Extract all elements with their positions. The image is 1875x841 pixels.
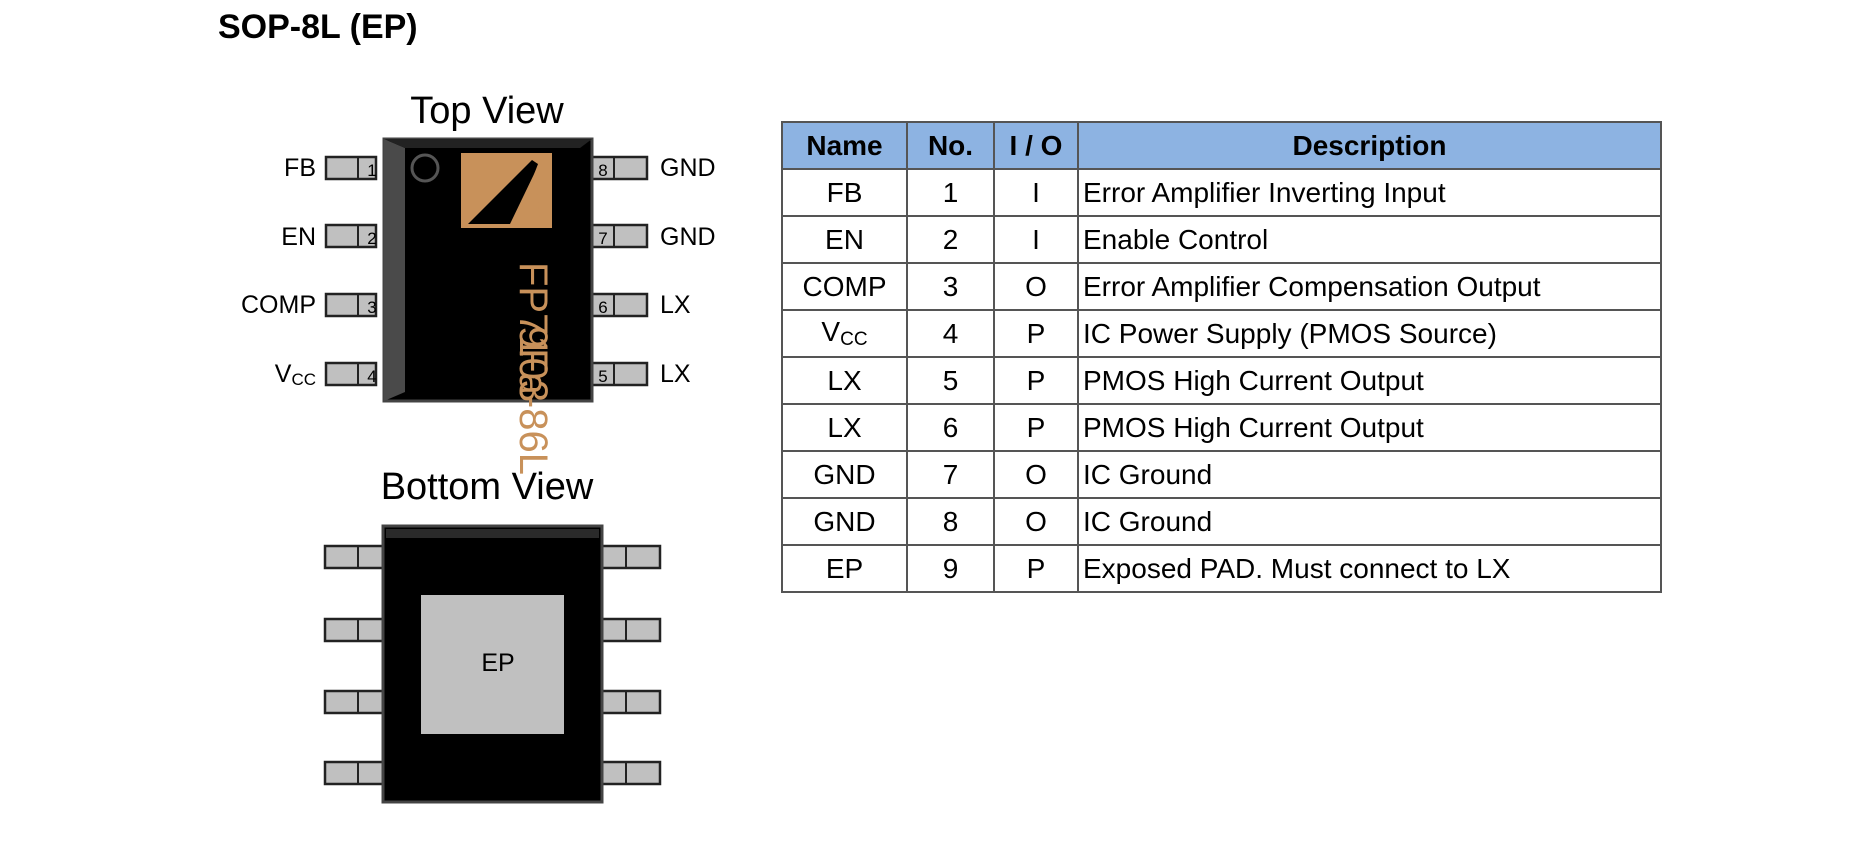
top-left-pins bbox=[324, 155, 378, 387]
bottom-left-pins bbox=[323, 544, 385, 786]
cell-description: Error Amplifier Compensation Output bbox=[1077, 262, 1662, 311]
cell-io: O bbox=[993, 450, 1079, 499]
cell-description: PMOS High Current Output bbox=[1077, 403, 1662, 452]
table-row: GND 7 O IC Ground bbox=[781, 450, 1662, 499]
cell-io: O bbox=[993, 497, 1079, 546]
pin-label-en: EN bbox=[281, 223, 316, 251]
cell-io: P bbox=[993, 309, 1079, 358]
pin-label-comp: COMP bbox=[241, 291, 316, 319]
cell-name: VCC bbox=[781, 309, 908, 358]
cell-description: IC Ground bbox=[1077, 450, 1662, 499]
package-title: SOP-8L (EP) bbox=[218, 8, 418, 46]
bottom-right-pins bbox=[600, 544, 662, 786]
exposed-pad-label: EP bbox=[481, 649, 514, 677]
cell-name: GND bbox=[781, 450, 908, 499]
cell-description: Exposed PAD. Must connect to LX bbox=[1077, 544, 1662, 593]
cell-no: 1 bbox=[906, 168, 995, 217]
pin-description-table: Name No. I / O Description FB 1 I Error … bbox=[781, 121, 1662, 593]
table-row: LX 5 P PMOS High Current Output bbox=[781, 356, 1662, 405]
pin-number-6: 6 bbox=[598, 298, 607, 317]
cell-io: P bbox=[993, 544, 1079, 593]
pin-number-1: 1 bbox=[367, 161, 376, 180]
table-row: EP 9 P Exposed PAD. Must connect to LX bbox=[781, 544, 1662, 593]
table-row: FB 1 I Error Amplifier Inverting Input bbox=[781, 168, 1662, 217]
cell-no: 7 bbox=[906, 450, 995, 499]
cell-no: 8 bbox=[906, 497, 995, 546]
pin-label-gnd-8: GND bbox=[660, 154, 716, 182]
cell-description: IC Power Supply (PMOS Source) bbox=[1077, 309, 1662, 358]
cell-description: PMOS High Current Output bbox=[1077, 356, 1662, 405]
cell-no: 4 bbox=[906, 309, 995, 358]
bottom-view-title: Bottom View bbox=[380, 466, 594, 508]
table-row: GND 8 O IC Ground bbox=[781, 497, 1662, 546]
cell-description: Error Amplifier Inverting Input bbox=[1077, 168, 1662, 217]
pin-number-5: 5 bbox=[598, 367, 607, 386]
pin-4-lead bbox=[324, 361, 378, 387]
pin-2-lead bbox=[324, 223, 378, 249]
table-row: LX 6 P PMOS High Current Output bbox=[781, 403, 1662, 452]
cell-no: 3 bbox=[906, 262, 995, 311]
cell-no: 5 bbox=[906, 356, 995, 405]
cell-description: Enable Control bbox=[1077, 215, 1662, 264]
cell-name: LX bbox=[781, 356, 908, 405]
table-row: COMP 3 O Error Amplifier Compensation Ou… bbox=[781, 262, 1662, 311]
exposed-pad bbox=[421, 595, 564, 734]
header-no: No. bbox=[906, 121, 995, 170]
cell-name: FB bbox=[781, 168, 908, 217]
cell-name: COMP bbox=[781, 262, 908, 311]
chip-marking-line1: FP7103 bbox=[511, 262, 555, 402]
pin1-dot bbox=[410, 153, 440, 183]
cell-description: IC Ground bbox=[1077, 497, 1662, 546]
cell-io: P bbox=[993, 356, 1079, 405]
top-right-pins bbox=[590, 155, 649, 387]
pin-number-8: 8 bbox=[598, 161, 607, 180]
cell-no: 9 bbox=[906, 544, 995, 593]
pin-label-fb: FB bbox=[284, 154, 316, 182]
pin-number-3: 3 bbox=[367, 298, 376, 317]
cell-io: P bbox=[993, 403, 1079, 452]
header-io: I / O bbox=[993, 121, 1079, 170]
cell-io: I bbox=[993, 215, 1079, 264]
pin-number-2: 2 bbox=[367, 229, 376, 248]
pin-label-vcc: VCC bbox=[274, 360, 316, 389]
pin-label-lx-6: LX bbox=[660, 291, 691, 319]
table-header-row: Name No. I / O Description bbox=[781, 121, 1662, 170]
header-description: Description bbox=[1077, 121, 1662, 170]
pin-3-lead bbox=[324, 292, 378, 318]
cell-io: I bbox=[993, 168, 1079, 217]
cell-name: EN bbox=[781, 215, 908, 264]
cell-name: EP bbox=[781, 544, 908, 593]
pin-label-gnd-7: GND bbox=[660, 223, 716, 251]
chip-bevel bbox=[384, 139, 405, 401]
pin-1-lead bbox=[324, 155, 378, 181]
table-row: EN 2 I Enable Control bbox=[781, 215, 1662, 264]
cell-io: O bbox=[993, 262, 1079, 311]
cell-name: LX bbox=[781, 403, 908, 452]
header-name: Name bbox=[781, 121, 908, 170]
table-row: VCC 4 P IC Power Supply (PMOS Source) bbox=[781, 309, 1662, 358]
top-view-title: Top View bbox=[410, 90, 564, 132]
pin-number-7: 7 bbox=[598, 229, 607, 248]
cell-no: 2 bbox=[906, 215, 995, 264]
cell-no: 6 bbox=[906, 403, 995, 452]
chip-marking-line2: 9Fa-86L bbox=[511, 326, 555, 475]
pin-number-4: 4 bbox=[367, 367, 376, 386]
cell-name: GND bbox=[781, 497, 908, 546]
manufacturer-logo bbox=[461, 153, 552, 228]
pin-label-lx-5: LX bbox=[660, 360, 691, 388]
